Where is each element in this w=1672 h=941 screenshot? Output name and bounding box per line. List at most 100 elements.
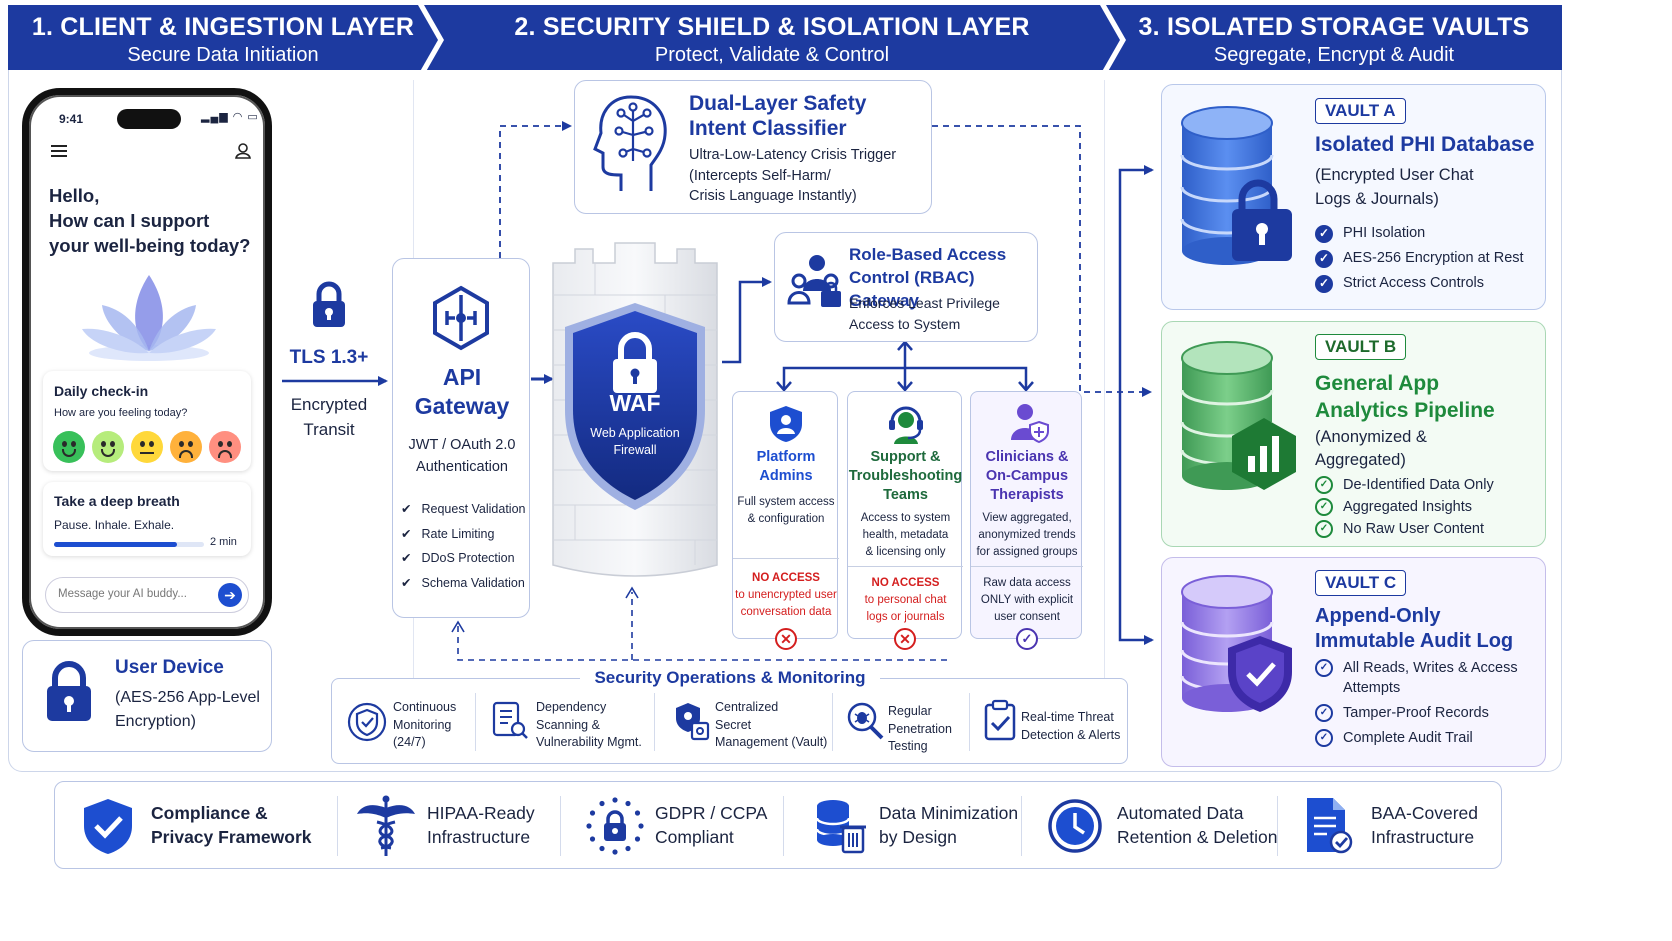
vault-item: ✓Aggregated Insights xyxy=(1315,496,1494,518)
phone-mockup: 9:41 ▂▄▆ ◠ ▭ Hello, How can I support yo… xyxy=(22,88,272,636)
header-client-layer: 1. CLIENT & INGESTION LAYER Secure Data … xyxy=(8,5,438,75)
check-icon: ✓ xyxy=(1315,659,1333,677)
database-chart-icon xyxy=(1180,341,1296,490)
breath-progress-track xyxy=(54,542,204,547)
check-icon: ✓ xyxy=(1315,498,1333,516)
feature-item: ✔DDoS Protection xyxy=(401,546,526,571)
compliance-divider xyxy=(783,796,784,856)
feature-item: ✔Schema Validation xyxy=(401,571,526,596)
secops-divider xyxy=(832,693,833,751)
vault-items: ✓De-Identified Data Only ✓Aggregated Ins… xyxy=(1315,474,1494,540)
mood-neutral-icon[interactable] xyxy=(131,431,163,463)
waf-subtitle: Web Application Firewall xyxy=(590,426,680,457)
tls-protocol: TLS 1.3+ xyxy=(289,347,369,368)
denied-icon: ✕ xyxy=(894,628,916,650)
breath-title: Take a deep breath xyxy=(54,493,180,509)
vault-key-icon xyxy=(676,703,710,741)
secops-item-text: Continuous Monitoring (24/7) xyxy=(393,700,457,749)
clinician-shield-icon xyxy=(1011,404,1049,444)
shield-monitor-icon xyxy=(347,702,387,742)
check-icon: ✓ xyxy=(1315,274,1333,293)
rbac-title: Role-Based Access Control (RBAC) Gateway xyxy=(849,245,1007,310)
caduceus-icon xyxy=(357,795,415,856)
brain-circuit-icon xyxy=(593,95,667,191)
role-divider xyxy=(848,566,963,567)
breath-duration: 2 min xyxy=(210,536,237,548)
header-security-layer: 2. SECURITY SHIELD & ISOLATION LAYER Pro… xyxy=(424,5,1120,75)
user-device-desc: (AES-256 App-Level Encryption) xyxy=(115,689,260,730)
document-check-icon xyxy=(1307,798,1353,854)
checkin-card[interactable]: Daily check-in How are you feeling today… xyxy=(43,371,251,471)
vault-tag: VAULT C xyxy=(1315,570,1407,596)
vault-a-card: VAULT A Isolated PHI Database (Encrypted… xyxy=(1161,84,1546,310)
checkin-question: How are you feeling today? xyxy=(54,407,188,419)
check-icon: ✔ xyxy=(401,526,412,541)
vault-desc: (Encrypted User Chat Logs & Journals) xyxy=(1315,166,1474,208)
mood-options xyxy=(53,431,241,463)
api-gateway-features: ✔Request Validation ✔Rate Limiting ✔DDoS… xyxy=(401,497,526,595)
vault-c-card: VAULT C Append-Only Immutable Audit Log … xyxy=(1161,557,1546,767)
vault-item: ✓De-Identified Data Only xyxy=(1315,474,1494,496)
vault-title: General App Analytics Pipeline xyxy=(1315,372,1495,422)
shield-check-icon xyxy=(84,799,132,854)
classifier-title: Dual-Layer Safety Intent Classifier xyxy=(689,92,867,140)
compliance-divider xyxy=(1277,796,1278,856)
security-ops-card: Security Operations & Monitoring Continu… xyxy=(331,668,1128,764)
header-title: 3. ISOLATED STORAGE VAULTS xyxy=(1138,13,1530,41)
waf-tower-icon xyxy=(552,242,718,577)
role-access: Access to system health, metadata & lice… xyxy=(860,512,951,558)
secops-title: Security Operations & Monitoring xyxy=(580,668,880,688)
status-icons: ▂▄▆ ◠ ▭ xyxy=(201,111,259,123)
compliance-divider xyxy=(1021,796,1022,856)
compliance-item-text: Data Minimization by Design xyxy=(879,803,1019,847)
check-icon: ✓ xyxy=(1315,729,1333,747)
checkin-title: Daily check-in xyxy=(54,383,149,399)
message-input[interactable]: Message your AI buddy... ➔ xyxy=(45,577,249,613)
tls-lock-icon xyxy=(313,281,345,327)
header-storage-layer: 3. ISOLATED STORAGE VAULTS Segregate, En… xyxy=(1106,5,1562,75)
role-platform-admins: Platform Admins Full system access & con… xyxy=(732,391,839,650)
mood-happy-icon[interactable] xyxy=(92,431,124,463)
vault-item: ✓All Reads, Writes & Access Attempts xyxy=(1315,658,1535,698)
vault-tag: VAULT B xyxy=(1315,334,1407,360)
gateway-hexagon-icon xyxy=(433,285,489,351)
breath-progress-fill xyxy=(54,542,177,547)
vault-items: ✓PHI Isolation ✓AES-256 Encryption at Re… xyxy=(1315,221,1524,296)
rbac-desc: Enforces Least Privilege Access to Syste… xyxy=(849,295,1000,332)
secops-item-text: Centralized Secret Management (Vault) xyxy=(715,700,828,749)
check-icon: ✔ xyxy=(401,575,412,590)
role-title: Support & Troubleshooting Teams xyxy=(848,449,963,503)
rbac-gateway-card: Role-Based Access Control (RBAC) Gateway… xyxy=(774,232,1038,342)
check-icon: ✓ xyxy=(1315,224,1333,243)
secops-item-text: Dependency Scanning & Vulnerability Mgmt… xyxy=(536,700,642,749)
user-device-card: User Device (AES-256 App-Level Encryptio… xyxy=(22,640,272,752)
intent-classifier-card: Dual-Layer Safety Intent Classifier Ultr… xyxy=(574,80,932,214)
secops-divider xyxy=(969,693,970,751)
compliance-item-text: Automated Data Retention & Deletion xyxy=(1117,803,1278,847)
mood-very-happy-icon[interactable] xyxy=(53,431,85,463)
headset-icon xyxy=(889,406,923,444)
secops-divider xyxy=(475,693,476,751)
breath-card[interactable]: Take a deep breath Pause. Inhale. Exhale… xyxy=(43,482,251,556)
vault-item: ✓Tamper-Proof Records xyxy=(1315,703,1535,723)
mood-sad-icon[interactable] xyxy=(170,431,202,463)
padlock-icon xyxy=(47,661,91,721)
classifier-desc: Ultra-Low-Latency Crisis Trigger (Interc… xyxy=(689,147,897,204)
clipboard-check-icon xyxy=(984,699,1016,741)
mood-very-sad-icon[interactable] xyxy=(209,431,241,463)
send-icon[interactable]: ➔ xyxy=(218,583,242,607)
user-device-title: User Device xyxy=(115,657,224,678)
greeting-text: Hello, How can I support your well-being… xyxy=(49,185,251,256)
secops-divider xyxy=(654,693,655,751)
header-subtitle: Protect, Validate & Control xyxy=(654,44,890,66)
profile-icon[interactable] xyxy=(234,141,252,159)
role-title: Clinicians & On-Campus Therapists xyxy=(985,449,1069,503)
database-shield-icon xyxy=(1180,575,1292,712)
role-divider xyxy=(971,566,1083,567)
secops-item-text: Real-time Threat Detection & Alerts xyxy=(1021,710,1121,742)
feature-item: ✔Rate Limiting xyxy=(401,522,526,547)
menu-icon[interactable] xyxy=(51,145,67,157)
vault-item: ✓AES-256 Encryption at Rest xyxy=(1315,246,1524,271)
